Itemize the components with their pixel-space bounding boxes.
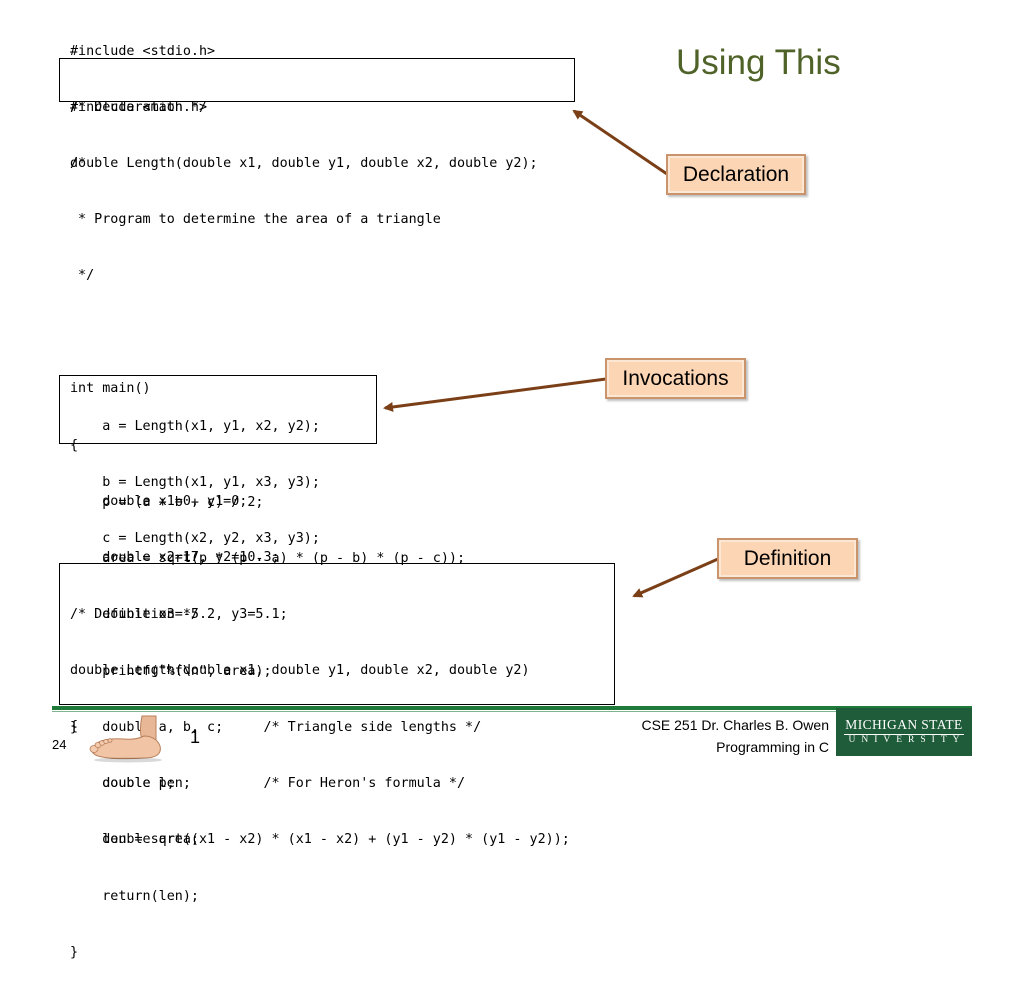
page-number: 24 xyxy=(52,737,67,752)
course-title: CSE 251 Dr. Charles B. Owen xyxy=(641,717,829,733)
code-includes: #include <stdio.h> #include <math.h> xyxy=(70,5,215,155)
code-line: double x2=17, y2=10.3; xyxy=(70,550,280,566)
foot-count: 1 xyxy=(190,727,201,747)
code-line: double Length(double x1, double y1, doub… xyxy=(70,662,530,678)
code-line: printf("%f\n", area); xyxy=(70,663,272,679)
footer-divider xyxy=(52,706,972,710)
code-line: /* Definition */ xyxy=(70,606,199,622)
code-line: double Length(double x1, double y1, doub… xyxy=(70,155,538,171)
code-line: p = (a + b + c) / 2; xyxy=(70,494,264,510)
code-line: } xyxy=(70,720,79,736)
msu-logo-bottom: UNIVERSITY xyxy=(848,735,966,745)
code-declaration: /* Declaration */ double Length(double x… xyxy=(70,61,538,211)
code-line: area = sqrt(p * (p - a) * (p - b) * (p -… xyxy=(70,550,466,566)
declaration-callout: Declaration xyxy=(666,154,806,195)
msu-logo: MICHIGAN STATE UNIVERSITY xyxy=(836,708,972,756)
code-line: a = Length(x1, y1, x2, y2); xyxy=(70,418,320,434)
definition-arrow-icon xyxy=(632,557,719,598)
code-line: */ xyxy=(70,268,95,284)
code-line: double x3=-5.2, y3=5.1; xyxy=(70,606,288,622)
course-subtitle: Programming in C xyxy=(716,739,829,755)
declaration-arrow-icon xyxy=(572,109,668,176)
code-line: /* xyxy=(70,155,87,171)
course-info: CSE 251 Dr. Charles B. Owen Programming … xyxy=(641,714,829,758)
code-line: /* Declaration */ xyxy=(70,99,208,115)
declaration-box xyxy=(59,58,575,102)
code-line: { xyxy=(70,437,79,453)
code-line: { xyxy=(70,719,79,735)
code-line: #include <stdio.h> xyxy=(70,43,216,59)
code-line: b = Length(x1, y1, x3, y3); xyxy=(70,474,320,490)
code-line: * Program to determine the area of a tri… xyxy=(70,211,441,227)
slide: #include <stdio.h> #include <math.h> /* … xyxy=(52,5,972,960)
definition-callout: Definition xyxy=(717,538,858,579)
code-line: len = sqrt((x1 - x2) * (x1 - x2) + (y1 -… xyxy=(70,832,570,848)
code-line: #include <math.h> xyxy=(70,99,208,115)
code-line: double len; xyxy=(70,775,191,791)
code-line: return(len); xyxy=(70,888,199,904)
invocations-callout: Invocations xyxy=(605,358,746,399)
code-invocations: a = Length(x1, y1, x2, y2); b = Length(x… xyxy=(70,380,320,587)
code-line: c = Length(x2, y2, x3, y3); xyxy=(70,531,320,547)
callout-arrows xyxy=(383,109,719,598)
footer-divider-thin xyxy=(52,711,972,712)
code-line: double a, b, c; /* Triangle side lengths… xyxy=(70,719,482,735)
code-line: double x1=0, y1=0; xyxy=(70,493,248,509)
msu-logo-rule xyxy=(844,734,964,735)
msu-logo-top: MICHIGAN STATE xyxy=(845,717,963,732)
invocations-box xyxy=(59,375,377,444)
invocations-arrow-icon xyxy=(383,377,607,412)
code-line: } xyxy=(70,944,79,960)
code-main-bottom: p = (a + b + c) / 2; area = sqrt(p * (p … xyxy=(70,456,465,776)
code-line: int main() xyxy=(70,381,151,397)
foot-icon xyxy=(89,715,162,763)
definition-box xyxy=(59,563,615,705)
slide-title: Using This xyxy=(676,43,841,82)
